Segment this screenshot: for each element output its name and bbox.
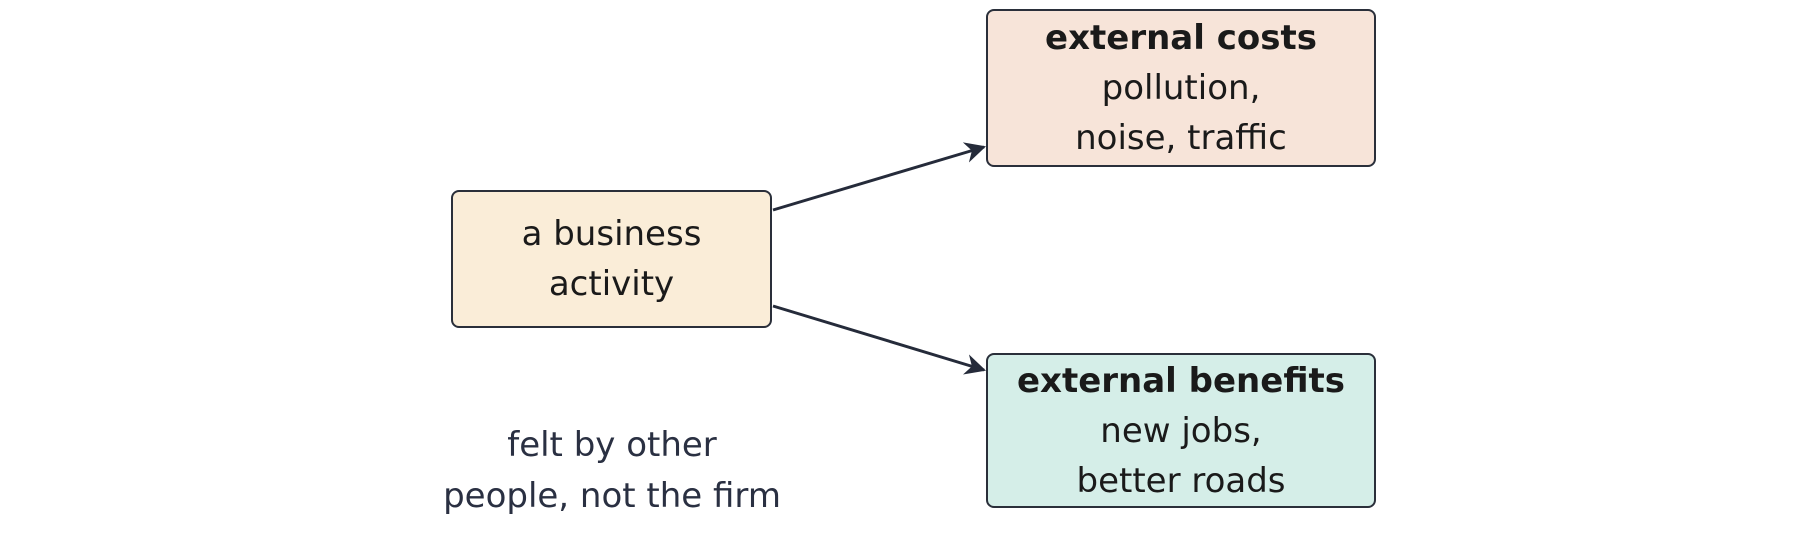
side-note: felt by other people, not the firm — [420, 420, 804, 522]
business-activity-line-1: a business — [521, 214, 702, 254]
side-note-line-2: people, not the firm — [443, 476, 781, 516]
arrow-to-external-benefits — [772, 304, 987, 375]
external-costs-box: external costs pollution, noise, traffic — [986, 9, 1376, 167]
external-costs-title: external costs — [1045, 18, 1317, 58]
external-benefits-line-1: new jobs, — [1100, 410, 1262, 451]
external-benefits-box: external benefits new jobs, better roads — [986, 353, 1376, 508]
external-benefits-title: external benefits — [1016, 360, 1346, 401]
external-costs-line-1: pollution, — [1101, 68, 1261, 108]
arrow-to-external-costs — [772, 142, 987, 212]
external-benefits-line-2: better roads — [1076, 460, 1286, 501]
external-costs-line-2: noise, traffic — [1075, 118, 1287, 158]
business-activity-line-2: activity — [548, 264, 675, 304]
business-activity-box: a business activity — [451, 190, 772, 328]
side-note-line-1: felt by other — [507, 425, 717, 465]
